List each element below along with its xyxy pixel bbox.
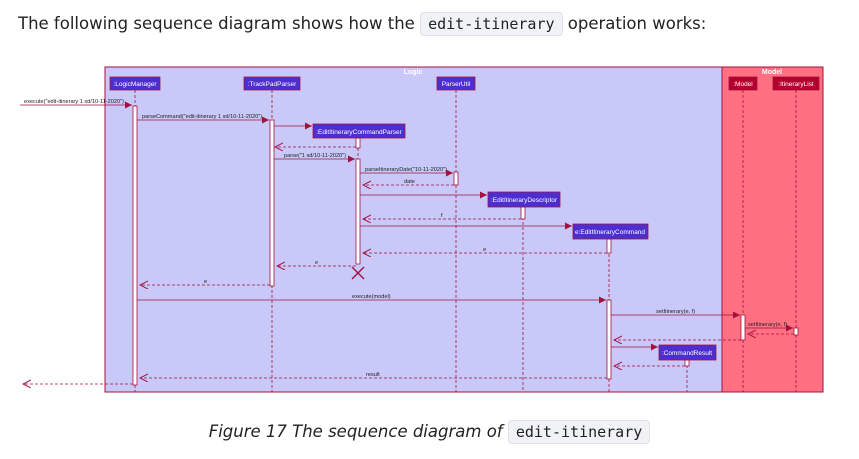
model-frame-box bbox=[721, 66, 824, 393]
activation-command-execute bbox=[606, 299, 612, 380]
participant-itinerary-list-label: :ItineraryList bbox=[778, 81, 814, 88]
created-edit-itinerary-command: e:EditItineraryCommand bbox=[572, 223, 649, 240]
participant-parser-util: ParserUtil bbox=[436, 76, 476, 91]
message-13-e-return-to-logic-manager: e bbox=[140, 279, 270, 285]
destroy-marker-stroke-b bbox=[351, 266, 365, 280]
model-frame: Model bbox=[721, 66, 824, 393]
participant-logic-manager: :LogicManager bbox=[109, 76, 161, 91]
participant-model: :Model bbox=[728, 76, 758, 91]
participant-logic-manager-label: :LogicManager bbox=[114, 81, 158, 88]
message-21-label: result bbox=[366, 372, 380, 378]
message-07-date-return: date bbox=[363, 179, 454, 185]
message-07-label: date bbox=[404, 179, 415, 185]
message-06-label: parseItineraryDate("10-11-2020") bbox=[365, 167, 447, 173]
participant-parser-util-box bbox=[436, 76, 476, 91]
participant-trackpad-parser: :TrackPadParser bbox=[243, 76, 301, 91]
intro-paragraph: The following sequence diagram shows how… bbox=[18, 12, 706, 36]
participant-model-label: :Model bbox=[733, 81, 753, 88]
participant-itinerary-list-box bbox=[772, 76, 820, 91]
created-command-result-box bbox=[658, 344, 717, 361]
activation-parser-parse bbox=[355, 158, 361, 265]
created-edit-itinerary-descriptor: :EditItineraryDescriptor bbox=[487, 191, 561, 208]
created-edit-itinerary-descriptor-label: :EditItineraryDescriptor bbox=[491, 197, 558, 204]
created-edit-itinerary-command-parser: :EditItineraryCommandParser bbox=[312, 123, 406, 139]
participant-trackpad-parser-box bbox=[243, 76, 301, 91]
activation-descriptor bbox=[520, 206, 526, 220]
created-command-result: :CommandResult bbox=[658, 344, 717, 361]
figure-caption: Figure 17 The sequence diagram of edit-i… bbox=[0, 420, 859, 444]
message-05-parse: parse("1 sd/10-11-2020") bbox=[274, 153, 355, 163]
activation-logic-manager bbox=[132, 105, 138, 386]
activation-itinerary-list bbox=[793, 327, 799, 336]
participant-logic-manager-box bbox=[109, 76, 161, 91]
message-21-result-return: result bbox=[140, 372, 607, 378]
activation-parser-constructor bbox=[355, 137, 361, 149]
message-15-set-itinerary-model: setItinerary(e, f) bbox=[611, 309, 740, 319]
message-09-label: f bbox=[441, 213, 443, 219]
message-12-label: e bbox=[315, 260, 318, 266]
caption-code: edit-itinerary bbox=[507, 420, 651, 444]
sequence-diagram: Logic Model :LogicManager :TrackPadParse… bbox=[16, 64, 828, 402]
message-01-label: execute("edit-itinerary 1 sd/10-11-2020"… bbox=[24, 99, 124, 105]
participant-parser-util-label: ParserUtil bbox=[442, 81, 471, 88]
model-frame-title: Model bbox=[762, 69, 782, 76]
activation-parser-util bbox=[453, 171, 459, 186]
participant-itinerary-list: :ItineraryList bbox=[772, 76, 820, 91]
activation-model bbox=[740, 314, 746, 341]
message-09-f-return: f bbox=[363, 213, 521, 219]
activation-command-result bbox=[684, 359, 690, 367]
message-01-execute: execute("edit-itinerary 1 sd/10-11-2020"… bbox=[20, 99, 132, 109]
message-11-e-return-to-parser: e bbox=[363, 247, 607, 253]
activation-trackpad-parser bbox=[269, 119, 275, 287]
created-edit-itinerary-command-box bbox=[572, 223, 649, 240]
created-edit-itinerary-command-label: e:EditItineraryCommand bbox=[575, 229, 645, 236]
message-14-execute-model: execute(model) bbox=[137, 294, 606, 304]
sequence-diagram-svg: Logic Model :LogicManager :TrackPadParse… bbox=[20, 66, 824, 393]
destroy-marker-icon bbox=[351, 266, 365, 280]
intro-text-after: operation works: bbox=[567, 14, 707, 33]
message-05-label: parse("1 sd/10-11-2020") bbox=[284, 153, 346, 159]
message-13-label: e bbox=[204, 279, 207, 285]
message-02-label: parseCommand("edit-itinerary 1 sd/10-11-… bbox=[142, 114, 262, 120]
message-14-label: execute(model) bbox=[352, 294, 391, 300]
created-edit-itinerary-descriptor-box bbox=[487, 191, 561, 208]
message-15-label: setItinerary(e, f) bbox=[656, 309, 695, 315]
message-12-e-return-to-trackpad: e bbox=[277, 260, 356, 266]
participant-trackpad-parser-label: :TrackPadParser bbox=[248, 81, 297, 88]
message-06-parse-itinerary-date: parseItineraryDate("10-11-2020") bbox=[360, 167, 453, 177]
participant-model-box bbox=[728, 76, 758, 91]
message-02-parse-command: parseCommand("edit-itinerary 1 sd/10-11-… bbox=[137, 114, 269, 124]
intro-text-before: The following sequence diagram shows how… bbox=[18, 14, 415, 33]
created-edit-itinerary-command-parser-box bbox=[312, 123, 406, 139]
intro-code: edit-itinerary bbox=[420, 12, 563, 36]
created-command-result-label: :CommandResult bbox=[662, 350, 712, 357]
logic-frame-title: Logic bbox=[404, 69, 423, 76]
activation-command-constructor bbox=[606, 238, 612, 254]
created-edit-itinerary-command-parser-label: :EditItineraryCommandParser bbox=[316, 129, 402, 136]
message-16-label: setItinerary(e, f) bbox=[748, 322, 787, 328]
message-16-set-itinerary-list: setItinerary(e, f) bbox=[745, 322, 793, 332]
caption-text: Figure 17 The sequence diagram of bbox=[208, 422, 503, 441]
message-11-label: e bbox=[483, 247, 486, 253]
